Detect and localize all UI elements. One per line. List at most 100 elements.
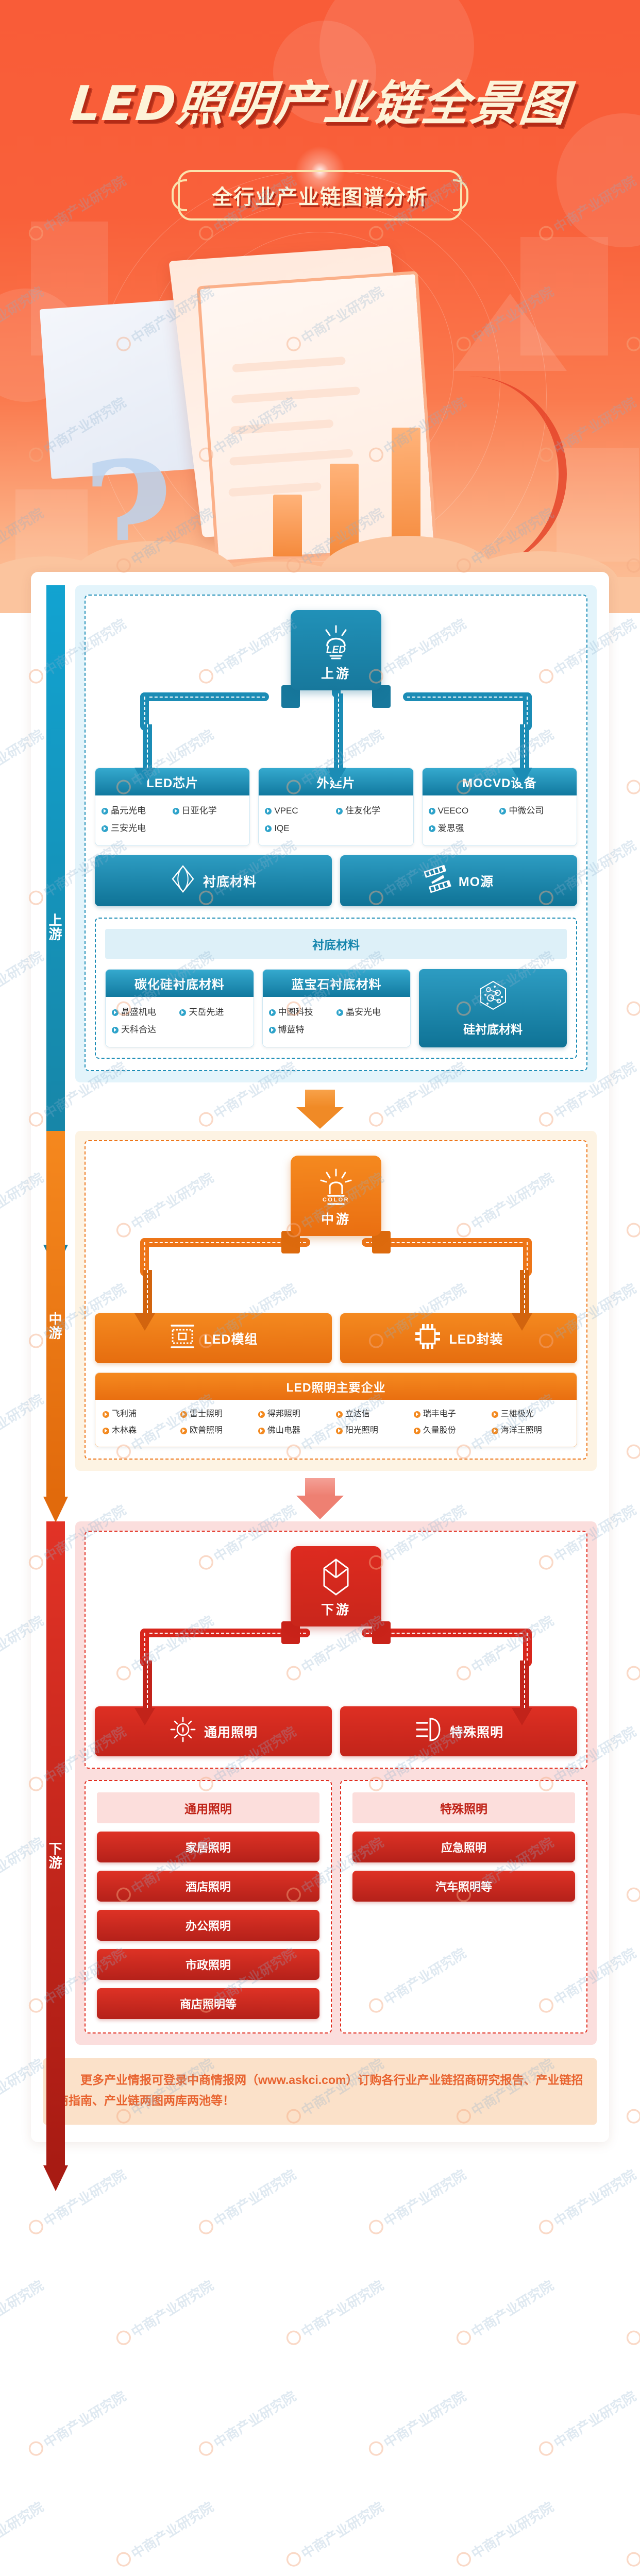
app-item[interactable]: 市政照明 (97, 1949, 319, 1980)
app-item[interactable]: 家居照明 (97, 1832, 319, 1862)
list-item[interactable]: 得邦照明 (258, 1406, 336, 1422)
section-midstream: 中游 (31, 1131, 609, 1522)
app-item[interactable]: 应急照明 (352, 1832, 575, 1862)
downstream-hub[interactable]: 下游 (291, 1546, 381, 1626)
footer-note: 更多产业情报可登录中商情报网（www.askci.com）订购各行业产业链招商研… (43, 2058, 597, 2125)
watermark-text: 〇中商产业研究院 (283, 2499, 386, 2572)
bullet-arrow-icon (499, 807, 507, 815)
card-sapphire-substrate[interactable]: 蓝宝石衬底材料 中图科技 晶安光电 博蓝特 (262, 969, 411, 1047)
button-label: LED封装 (449, 1332, 503, 1347)
card-sic-substrate[interactable]: 碳化硅衬底材料 晶盛机电 天岳先进 天科合达 (105, 969, 254, 1047)
bullet-arrow-icon (103, 1427, 109, 1434)
bullet-arrow-icon (428, 807, 435, 815)
list-item[interactable]: 三雄极光 (491, 1406, 569, 1422)
app-item[interactable]: 汽车照明等 (352, 1871, 575, 1902)
upstream-hub-row: LED 上游 (95, 607, 577, 785)
list-item[interactable]: 晶元光电 (102, 802, 173, 820)
app-item[interactable]: 酒店照明 (97, 1871, 319, 1902)
bullet-arrow-icon (413, 1427, 420, 1434)
card-mocvd-equipment[interactable]: MOCVD设备 VEECO 中微公司 爱思强 (422, 768, 577, 846)
downstream-hub-row: 下游 (95, 1543, 577, 1725)
hero-banner: LED照明产业链全景图 全行业产业链图谱分析 ? (0, 0, 640, 613)
arrow-midstream-to-downstream (31, 1478, 609, 1519)
midstream-hub[interactable]: COLOR 中游 (291, 1156, 381, 1236)
button-general-lighting[interactable]: 通用照明 (95, 1706, 332, 1756)
company-list: 晶元光电 日亚化学 三安光电 (102, 802, 243, 837)
list-item[interactable]: 欧普照明 (180, 1422, 258, 1439)
list-item[interactable]: 日亚化学 (172, 802, 244, 820)
list-item[interactable]: 爱思强 (428, 820, 500, 837)
button-led-module[interactable]: LED模组 (95, 1313, 332, 1363)
button-special-lighting[interactable]: 特殊照明 (340, 1706, 577, 1756)
headlamp-icon (414, 1716, 443, 1747)
bullet-arrow-icon (268, 1009, 276, 1016)
molecule-hex-icon (477, 979, 509, 1014)
upstream-dashed-container: LED 上游 LED芯片 晶元光电 (85, 595, 587, 1071)
list-item[interactable]: IQE (265, 820, 336, 837)
led-module-icon (169, 1323, 196, 1354)
list-item[interactable]: 晶安光电 (336, 1004, 404, 1021)
substrate-card-row: 碳化硅衬底材料 晶盛机电 天岳先进 天科合达 (105, 969, 567, 1047)
list-item[interactable]: 住友化学 (335, 802, 407, 820)
hero-illustration: ? (0, 222, 640, 613)
led-lamp-icon: COLOR (291, 1167, 381, 1206)
bullet-arrow-icon (413, 1411, 420, 1418)
card-title: 碳化硅衬底材料 (106, 970, 254, 997)
list-item[interactable]: VEECO (428, 802, 500, 820)
list-item[interactable]: 博蓝特 (268, 1021, 336, 1039)
substrate-subpanel: 衬底材料 碳化硅衬底材料 晶盛机电 天岳先进 天科合达 (95, 918, 577, 1059)
downstream-axis-arrow: 下游 (43, 1521, 68, 2191)
button-mo-source[interactable]: MO源 (340, 855, 577, 906)
list-item[interactable]: 佛山电器 (258, 1422, 336, 1439)
list-item[interactable]: 晶盛机电 (112, 1004, 179, 1021)
list-item[interactable]: 瑞丰电子 (413, 1406, 492, 1422)
button-led-packaging[interactable]: LED封装 (340, 1313, 577, 1363)
company-list: 中图科技 晶安光电 博蓝特 (268, 1004, 405, 1039)
downstream-application-columns: 通用照明 家居照明 酒店照明 办公照明 市政照明 商店照明等 特殊照明 应急照明… (85, 1780, 587, 2033)
list-item[interactable]: 天岳先进 (179, 1004, 247, 1021)
column-general-lighting: 通用照明 家居照明 酒店照明 办公照明 市政照明 商店照明等 (85, 1780, 332, 2033)
bullet-arrow-icon (179, 1009, 187, 1016)
section-upstream: 上游 (31, 585, 609, 1270)
watermark-text: 〇中商产业研究院 (0, 2499, 46, 2562)
decorative-cloud (319, 0, 474, 124)
tile-silicon-substrate[interactable]: 硅衬底材料 (419, 969, 567, 1047)
watermark-text: 〇中商产业研究院 (0, 2277, 46, 2341)
downstream-axis-label: 下游 (48, 1841, 63, 1871)
bullet-arrow-icon (491, 1411, 498, 1418)
list-item[interactable]: 阳光照明 (335, 1422, 414, 1439)
bullet-arrow-icon (428, 825, 435, 832)
bullet-arrow-icon (265, 825, 272, 832)
watermark-text: 〇中商产业研究院 (365, 2388, 469, 2461)
upstream-hub[interactable]: LED 上游 (291, 610, 381, 690)
midstream-dashed-container: COLOR 中游 (85, 1140, 587, 1460)
list-item[interactable]: 中微公司 (499, 802, 570, 820)
bullet-arrow-icon (336, 1009, 343, 1016)
list-item[interactable]: 天科合达 (112, 1021, 179, 1039)
list-item[interactable]: 海洋王照明 (491, 1422, 569, 1439)
app-item[interactable]: 办公照明 (97, 1910, 319, 1941)
midstream-hub-label: 中游 (321, 1212, 351, 1227)
list-item[interactable]: VPEC (265, 802, 336, 820)
downstream-dashed-container: 下游 (85, 1531, 587, 1769)
section-downstream: 下游 (31, 1521, 609, 2191)
industry-chain-panel: 上游 (31, 572, 609, 2191)
list-item[interactable]: 雷士照明 (180, 1406, 258, 1422)
list-item[interactable]: 三安光电 (102, 820, 173, 837)
watermark-text: 〇中商产业研究院 (623, 2277, 640, 2350)
bullet-arrow-icon (258, 1411, 265, 1418)
list-item[interactable]: 中图科技 (268, 1004, 336, 1021)
app-item[interactable]: 商店照明等 (97, 1988, 319, 2019)
subtitle-badge: 全行业产业链图谱分析 (178, 170, 462, 221)
button-label: 特殊照明 (449, 1725, 503, 1740)
list-item[interactable]: 木林森 (103, 1422, 180, 1439)
list-item[interactable]: 久量股份 (413, 1422, 492, 1439)
watermark-text: 〇中商产业研究院 (623, 2056, 640, 2129)
list-item[interactable]: 立达信 (335, 1406, 414, 1422)
list-item[interactable]: 飞利浦 (103, 1406, 180, 1422)
card-epitaxial-wafer[interactable]: 外延片 VPEC 住友化学 IQE (258, 768, 414, 846)
watermark-text: 〇中商产业研究院 (535, 2166, 639, 2240)
card-led-chip[interactable]: LED芯片 晶元光电 日亚化学 三安光电 (95, 768, 250, 846)
bullet-arrow-icon (180, 1411, 187, 1418)
button-substrate-material[interactable]: 衬底材料 (95, 855, 332, 906)
